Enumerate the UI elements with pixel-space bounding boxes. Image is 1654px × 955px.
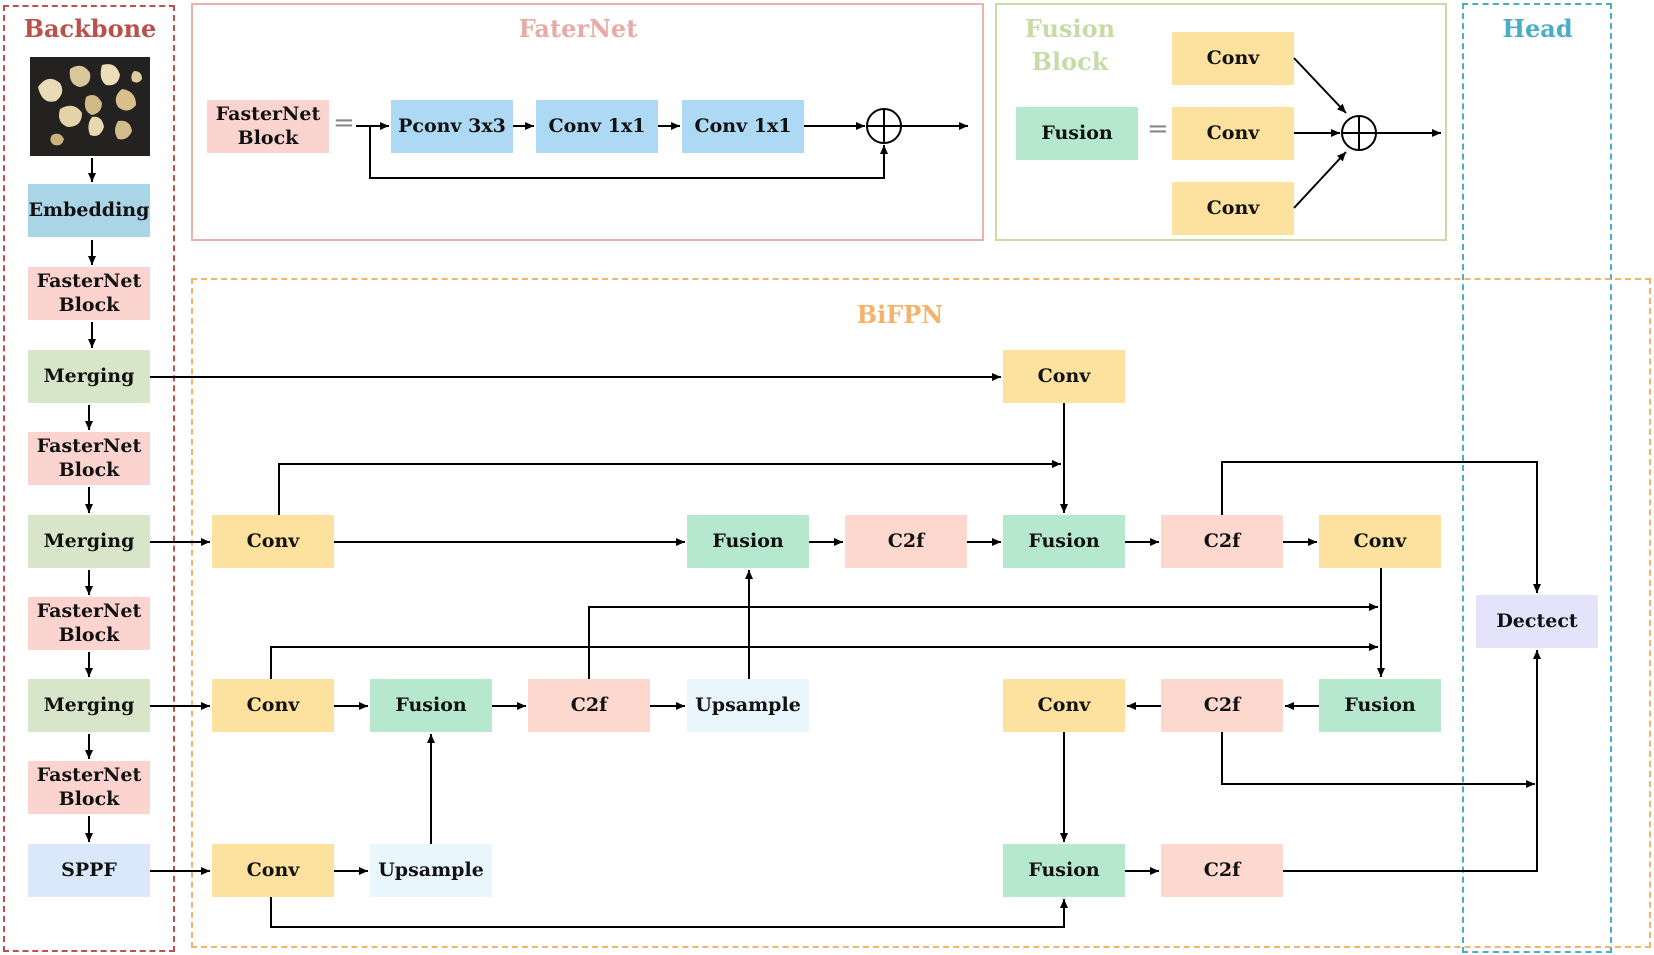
bifpn-c2f-r3: C2f xyxy=(1161,844,1283,897)
bifpn-c2f-r2b: C2f xyxy=(1161,679,1283,732)
arrow-c2f-r1b-detect xyxy=(1221,461,1541,593)
arrow-conv-r2-skip xyxy=(270,643,1378,679)
bifpn-conv-r1: Conv xyxy=(212,515,334,568)
bifpn-title: BiFPN xyxy=(856,300,944,329)
fasternet-frame xyxy=(191,3,984,241)
head-frame xyxy=(1462,3,1612,953)
arrow-c2f-r3-detect xyxy=(1283,650,1541,872)
embedding-box: Embedding xyxy=(28,184,150,237)
bifpn-conv-top: Conv xyxy=(1003,350,1125,403)
bifpn-fusion-r1b: Fusion xyxy=(1003,515,1125,568)
arrow-c2f-r2b-detect xyxy=(1221,732,1535,788)
arrow-c2f-r2a-skip xyxy=(588,603,1378,679)
pconv-box: Pconv 3x3 xyxy=(391,100,513,153)
arrow-fasternet-residual xyxy=(369,126,888,179)
fasternet-equals: = xyxy=(333,108,355,138)
arrow-fconv3-add xyxy=(1293,151,1347,209)
fusion-equals: = xyxy=(1147,114,1169,144)
backbone-merging-2: Merging xyxy=(28,515,150,568)
detect-box: Dectect xyxy=(1476,595,1598,648)
backbone-title: Backbone xyxy=(23,14,157,43)
fusion-def-box: Fusion xyxy=(1016,107,1138,160)
bifpn-upsample-r2: Upsample xyxy=(687,679,809,732)
backbone-frame xyxy=(3,5,175,952)
fusion-def-conv-1: Conv xyxy=(1172,32,1294,85)
backbone-merging-3: Merging xyxy=(28,679,150,732)
bifpn-fusion-r2b: Fusion xyxy=(1319,679,1441,732)
bifpn-conv-r3: Conv xyxy=(212,844,334,897)
fasternet-title: FaterNet xyxy=(518,14,638,43)
fusion-def-conv-2: Conv xyxy=(1172,107,1294,160)
bifpn-c2f-r2a: C2f xyxy=(528,679,650,732)
bifpn-fusion-r3: Fusion xyxy=(1003,844,1125,897)
bifpn-fusion-r1a: Fusion xyxy=(687,515,809,568)
arrow-conv-r1-skip-fusion xyxy=(278,460,1061,515)
fusion-def-conv-3: Conv xyxy=(1172,182,1294,235)
head-title: Head xyxy=(1502,14,1573,43)
bifpn-conv-r1b: Conv xyxy=(1319,515,1441,568)
arrow-fconv1-add xyxy=(1293,57,1347,114)
bifpn-conv-r2b: Conv xyxy=(1003,679,1125,732)
backbone-merging-1: Merging xyxy=(28,350,150,403)
bifpn-upsample-r3: Upsample xyxy=(370,844,492,897)
bifpn-c2f-r1a: C2f xyxy=(845,515,967,568)
bifpn-conv-r2: Conv xyxy=(212,679,334,732)
arrow-conv-r3-fusion-r3 xyxy=(270,897,1068,928)
fusion-block-frame xyxy=(995,3,1447,241)
conv1x1-box-2: Conv 1x1 xyxy=(682,100,804,153)
bifpn-fusion-r2a: Fusion xyxy=(370,679,492,732)
bifpn-frame xyxy=(191,278,1651,948)
conv1x1-box-1: Conv 1x1 xyxy=(536,100,658,153)
mushroom-photo xyxy=(30,57,150,156)
bifpn-c2f-r1b: C2f xyxy=(1161,515,1283,568)
sppf-box: SPPF xyxy=(28,844,150,897)
